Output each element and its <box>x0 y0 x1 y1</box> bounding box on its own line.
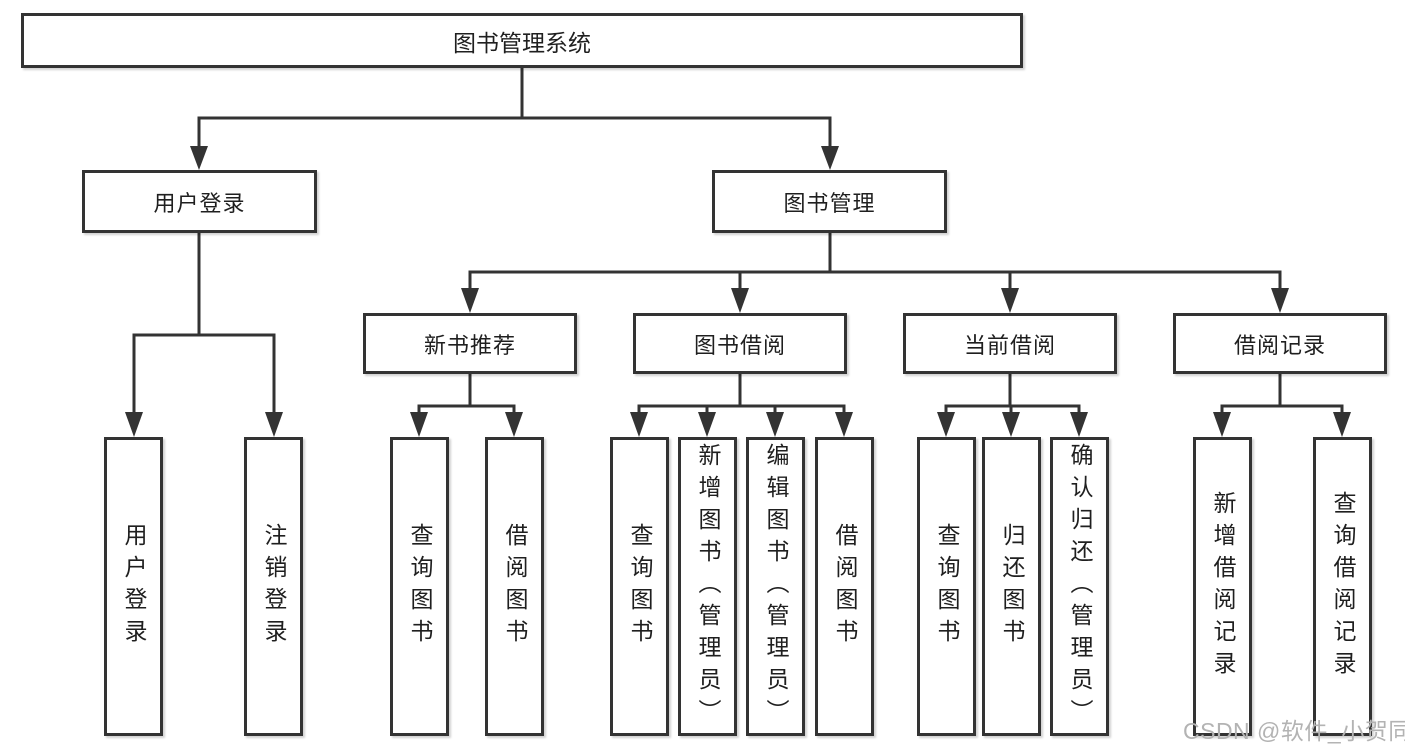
connector-user-login <box>132 231 276 415</box>
leaf-query-books-recommend: 查询图书 <box>390 437 449 736</box>
connector-current-borrowing <box>944 372 1081 415</box>
node-library-management-system: 图书管理系统 <box>21 13 1023 68</box>
node-label: 图书借阅 <box>693 332 786 358</box>
node-book-management: 图书管理 <box>712 170 947 233</box>
leaf-logout-login: 注销登录 <box>244 437 303 736</box>
node-label: 新增图书（管理员） <box>695 442 721 731</box>
node-label: 编辑图书（管理员） <box>763 442 789 731</box>
node-label: 确认归还（管理员） <box>1067 442 1093 731</box>
connector-root <box>197 66 832 149</box>
node-new-book-recommend: 新书推荐 <box>363 313 577 374</box>
node-label: 图书管理系统 <box>453 29 591 56</box>
leaf-edit-books-admin: 编辑图书（管理员） <box>746 437 805 736</box>
node-label: 用户登录 <box>153 190 246 216</box>
leaf-query-borrow-record: 查询借阅记录 <box>1313 437 1372 736</box>
node-label: 查询借阅记录 <box>1330 490 1356 683</box>
node-current-borrowing: 当前借阅 <box>903 313 1117 374</box>
connector-borrowing-records <box>1220 372 1344 415</box>
csdn-watermark: CSDN @软件_小贺同学 <box>1183 718 1405 744</box>
node-label: 借阅图书 <box>502 522 528 651</box>
node-label: 借阅图书 <box>832 522 858 651</box>
arrowheads <box>125 146 1351 437</box>
connector-new-book-recommend <box>417 372 516 415</box>
node-label: 查询图书 <box>407 522 433 651</box>
leaf-confirm-return-admin: 确认归还（管理员） <box>1050 437 1109 736</box>
leaf-user-login: 用户登录 <box>104 437 163 736</box>
node-label: 用户登录 <box>121 522 147 651</box>
leaf-borrow-books: 借阅图书 <box>815 437 874 736</box>
leaf-add-books-admin: 新增图书（管理员） <box>678 437 737 736</box>
node-label: 借阅记录 <box>1233 332 1326 358</box>
node-label: 新书推荐 <box>423 332 516 358</box>
node-user-login: 用户登录 <box>82 170 317 233</box>
node-label: 归还图书 <box>999 522 1025 651</box>
leaf-query-books-borrowing: 查询图书 <box>610 437 669 736</box>
connector-book-borrowing <box>637 372 846 415</box>
connector-book-management <box>468 231 1282 292</box>
node-label: 查询图书 <box>627 522 653 651</box>
node-label: 新增借阅记录 <box>1210 490 1236 683</box>
leaf-borrow-books-recommend: 借阅图书 <box>485 437 544 736</box>
leaf-return-books: 归还图书 <box>982 437 1041 736</box>
node-book-borrowing: 图书借阅 <box>633 313 847 374</box>
node-label: 查询图书 <box>934 522 960 651</box>
node-label: 当前借阅 <box>963 332 1056 358</box>
leaf-query-books-current: 查询图书 <box>917 437 976 736</box>
leaf-add-borrow-record: 新增借阅记录 <box>1193 437 1252 736</box>
node-label: 图书管理 <box>783 190 876 216</box>
node-label: 注销登录 <box>261 522 287 651</box>
node-borrowing-records: 借阅记录 <box>1173 313 1387 374</box>
